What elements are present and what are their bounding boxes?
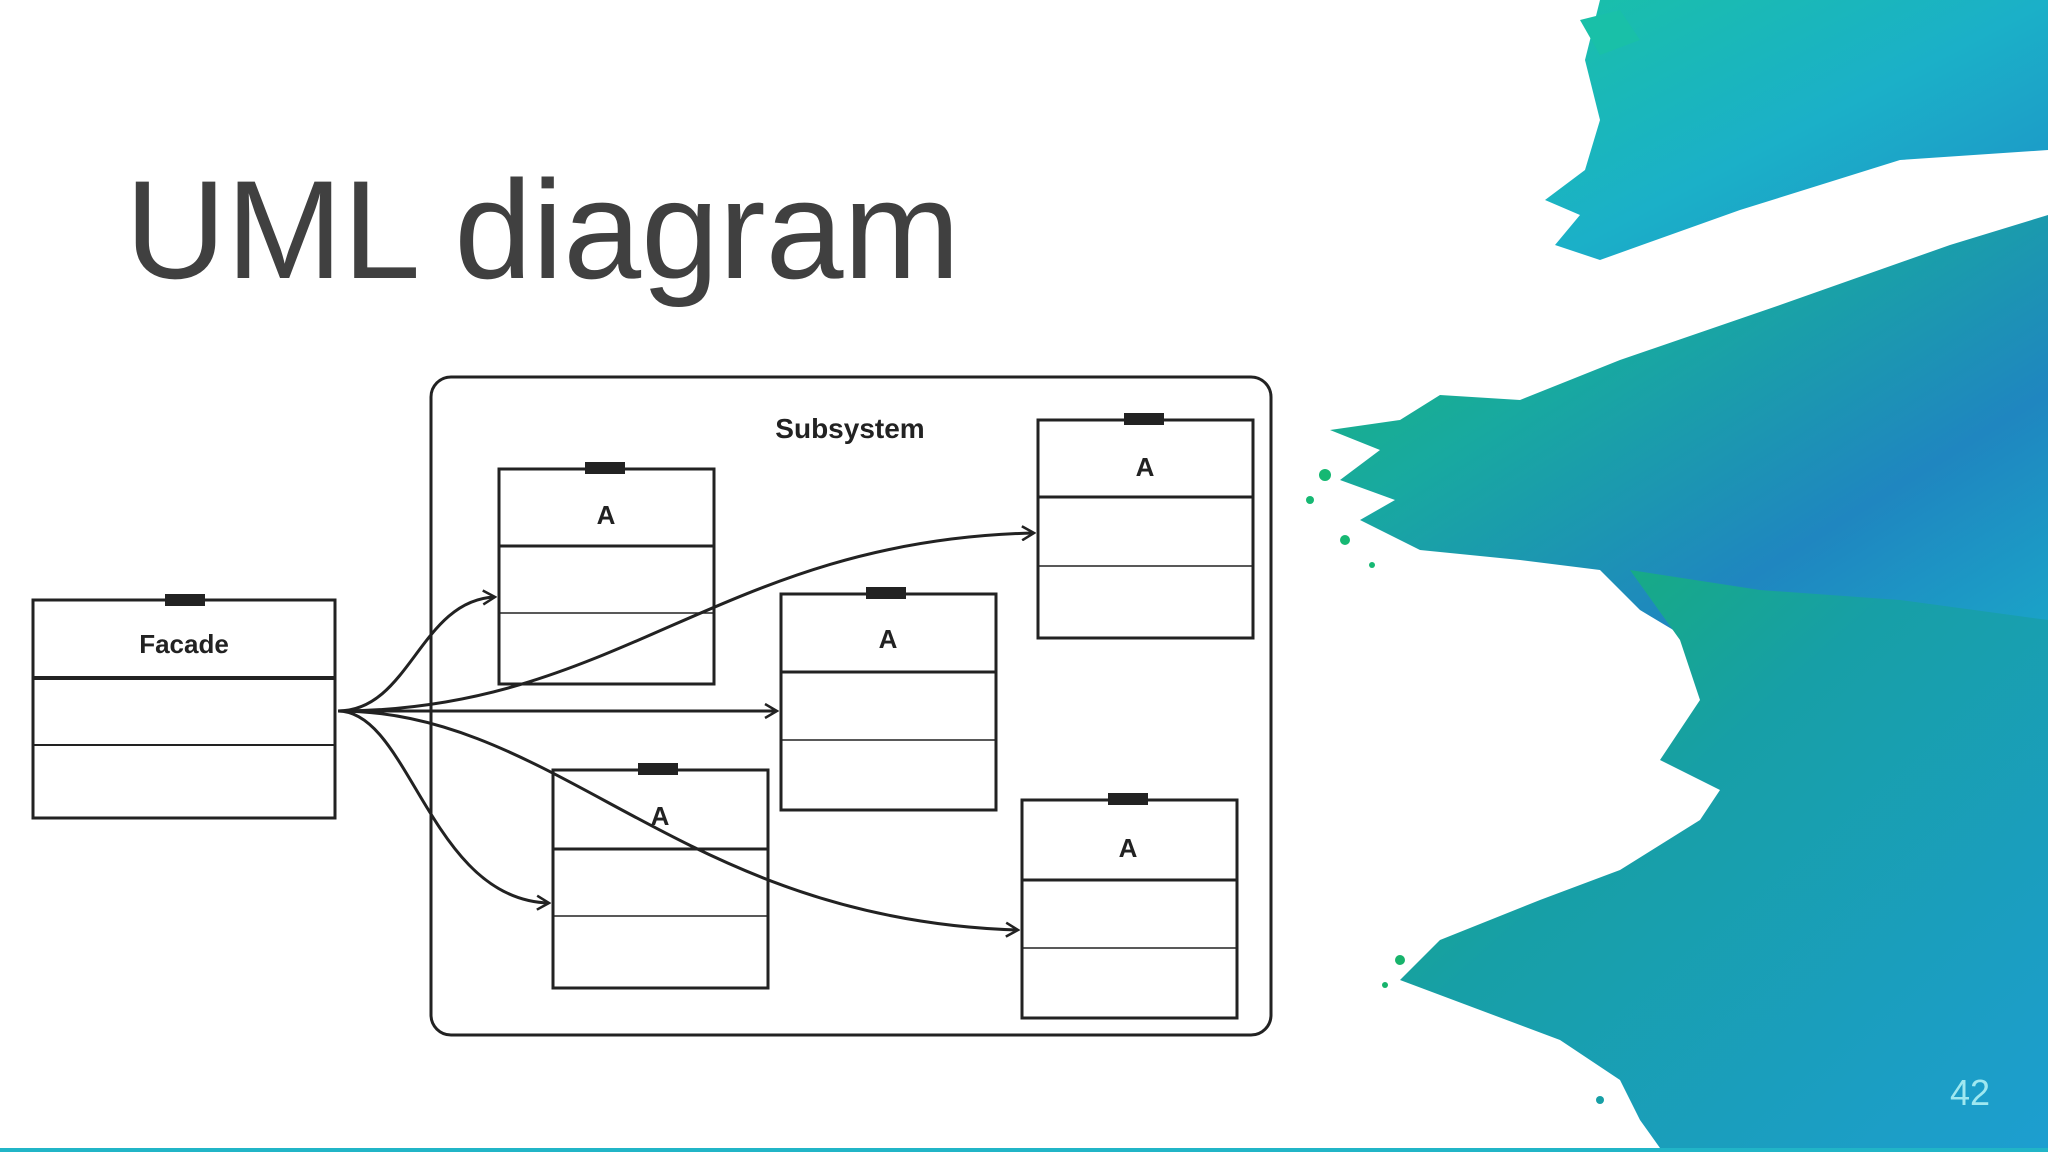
subsystem-label: Subsystem (775, 413, 924, 444)
class-box-a-1: A (497, 462, 716, 686)
slide-title: UML diagram (125, 151, 961, 308)
class-box-a-5: A (1020, 793, 1239, 1020)
facade-class-box: Facade (31, 594, 337, 820)
class-label-a-2: A (1136, 452, 1155, 482)
facade-label: Facade (139, 629, 229, 659)
class-box-a-2: A (1036, 413, 1255, 640)
arrow-to-class-a-5 (337, 709, 1018, 930)
class-label-a-4: A (651, 801, 670, 831)
class-box-a-4: A (551, 763, 770, 990)
class-label-a-1: A (597, 500, 616, 530)
class-label-a-3: A (879, 624, 898, 654)
arrow-to-class-a-1 (337, 597, 495, 713)
class-label-a-5: A (1119, 833, 1138, 863)
association-arrows (337, 533, 1034, 930)
subsystem-container: Subsystem (429, 375, 1273, 1037)
arrow-to-class-a-4 (337, 709, 549, 903)
arrow-to-class-a-2 (337, 533, 1034, 713)
class-box-a-3: A (779, 587, 998, 812)
page-number: 42 (1949, 1072, 1990, 1113)
bottom-accent-bar (0, 1148, 2048, 1152)
